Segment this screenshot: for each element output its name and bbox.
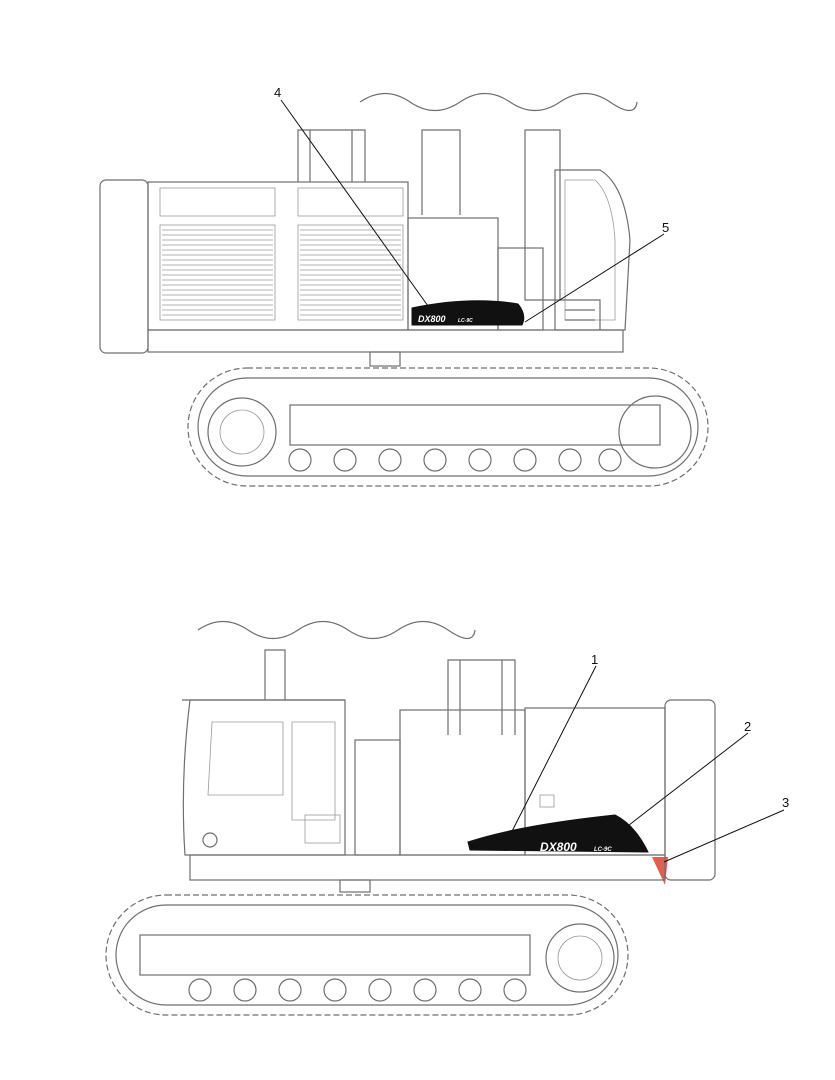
track-roller xyxy=(598,448,622,472)
decal-2 xyxy=(467,814,649,853)
track-frame xyxy=(289,404,661,446)
track-roller xyxy=(188,978,212,1002)
break-line xyxy=(197,620,476,640)
track-roller xyxy=(278,978,302,1002)
upper-frame xyxy=(189,854,666,881)
cab xyxy=(182,699,346,856)
callout-2: 2 xyxy=(744,719,751,734)
decal-suffix-text: LC-9C xyxy=(594,847,612,853)
tank-cover xyxy=(354,739,401,856)
callout-1: 1 xyxy=(591,652,598,667)
cab-door-window xyxy=(291,721,336,821)
cab-window xyxy=(564,179,616,321)
handrail xyxy=(447,659,516,735)
sprocket-hub xyxy=(219,409,265,455)
callout-3: 3 xyxy=(782,795,789,810)
track-roller xyxy=(288,448,312,472)
counterweight xyxy=(99,179,149,354)
drive-sprocket xyxy=(207,397,277,467)
idler-wheel xyxy=(618,395,692,469)
track-roller xyxy=(333,448,357,472)
leader-line-5 xyxy=(524,233,665,323)
boom-cylinder xyxy=(264,649,286,700)
track-roller xyxy=(413,978,437,1002)
cab-vent xyxy=(304,814,341,844)
cab-window-front xyxy=(207,721,284,796)
track-inner xyxy=(197,377,699,477)
track-roller xyxy=(468,448,492,472)
engine-cover xyxy=(147,181,409,331)
track-roller xyxy=(423,448,447,472)
track-roller xyxy=(458,978,482,1002)
engine-grille xyxy=(159,187,404,321)
excavator-right-side-view: DX800 LC-9C xyxy=(99,92,709,487)
swing-bearing xyxy=(339,879,371,893)
sprocket-hub xyxy=(557,935,603,981)
track-roller xyxy=(378,448,402,472)
leader-line-1 xyxy=(504,665,597,846)
leader-line-4 xyxy=(280,99,429,307)
decal-model-text: DX800 xyxy=(418,314,446,324)
cab-handle xyxy=(202,832,218,848)
upper-frame xyxy=(147,329,624,353)
cab xyxy=(554,169,631,331)
decal-suffix-text: LC-9C xyxy=(458,318,473,324)
callouts: 4 5 1 2 3 xyxy=(274,85,789,863)
decal-model-text: DX800 xyxy=(540,840,577,854)
swing-bearing xyxy=(369,351,401,367)
track-roller xyxy=(558,448,582,472)
track-roller xyxy=(503,978,527,1002)
track-chain xyxy=(105,894,629,1016)
step-ladder xyxy=(560,299,601,330)
callout-4: 4 xyxy=(274,85,281,100)
handrail-2 xyxy=(421,129,461,215)
drive-sprocket xyxy=(545,923,615,993)
decal-4 xyxy=(411,300,525,326)
excavator-left-side-view: DX800 LC-9C xyxy=(105,620,716,1016)
reflector-3 xyxy=(652,857,668,885)
leader-line-2 xyxy=(619,732,749,833)
track-roller xyxy=(323,978,347,1002)
sticker-box xyxy=(539,794,555,808)
track-roller xyxy=(233,978,257,1002)
counterweight xyxy=(664,699,716,881)
track-chain xyxy=(187,367,709,487)
track-roller xyxy=(513,448,537,472)
break-line xyxy=(359,92,638,112)
handrail xyxy=(297,129,366,182)
callout-5: 5 xyxy=(662,220,669,235)
track-roller xyxy=(368,978,392,1002)
track-frame xyxy=(139,934,531,976)
track-inner xyxy=(115,904,619,1006)
leader-line-3 xyxy=(663,809,785,863)
